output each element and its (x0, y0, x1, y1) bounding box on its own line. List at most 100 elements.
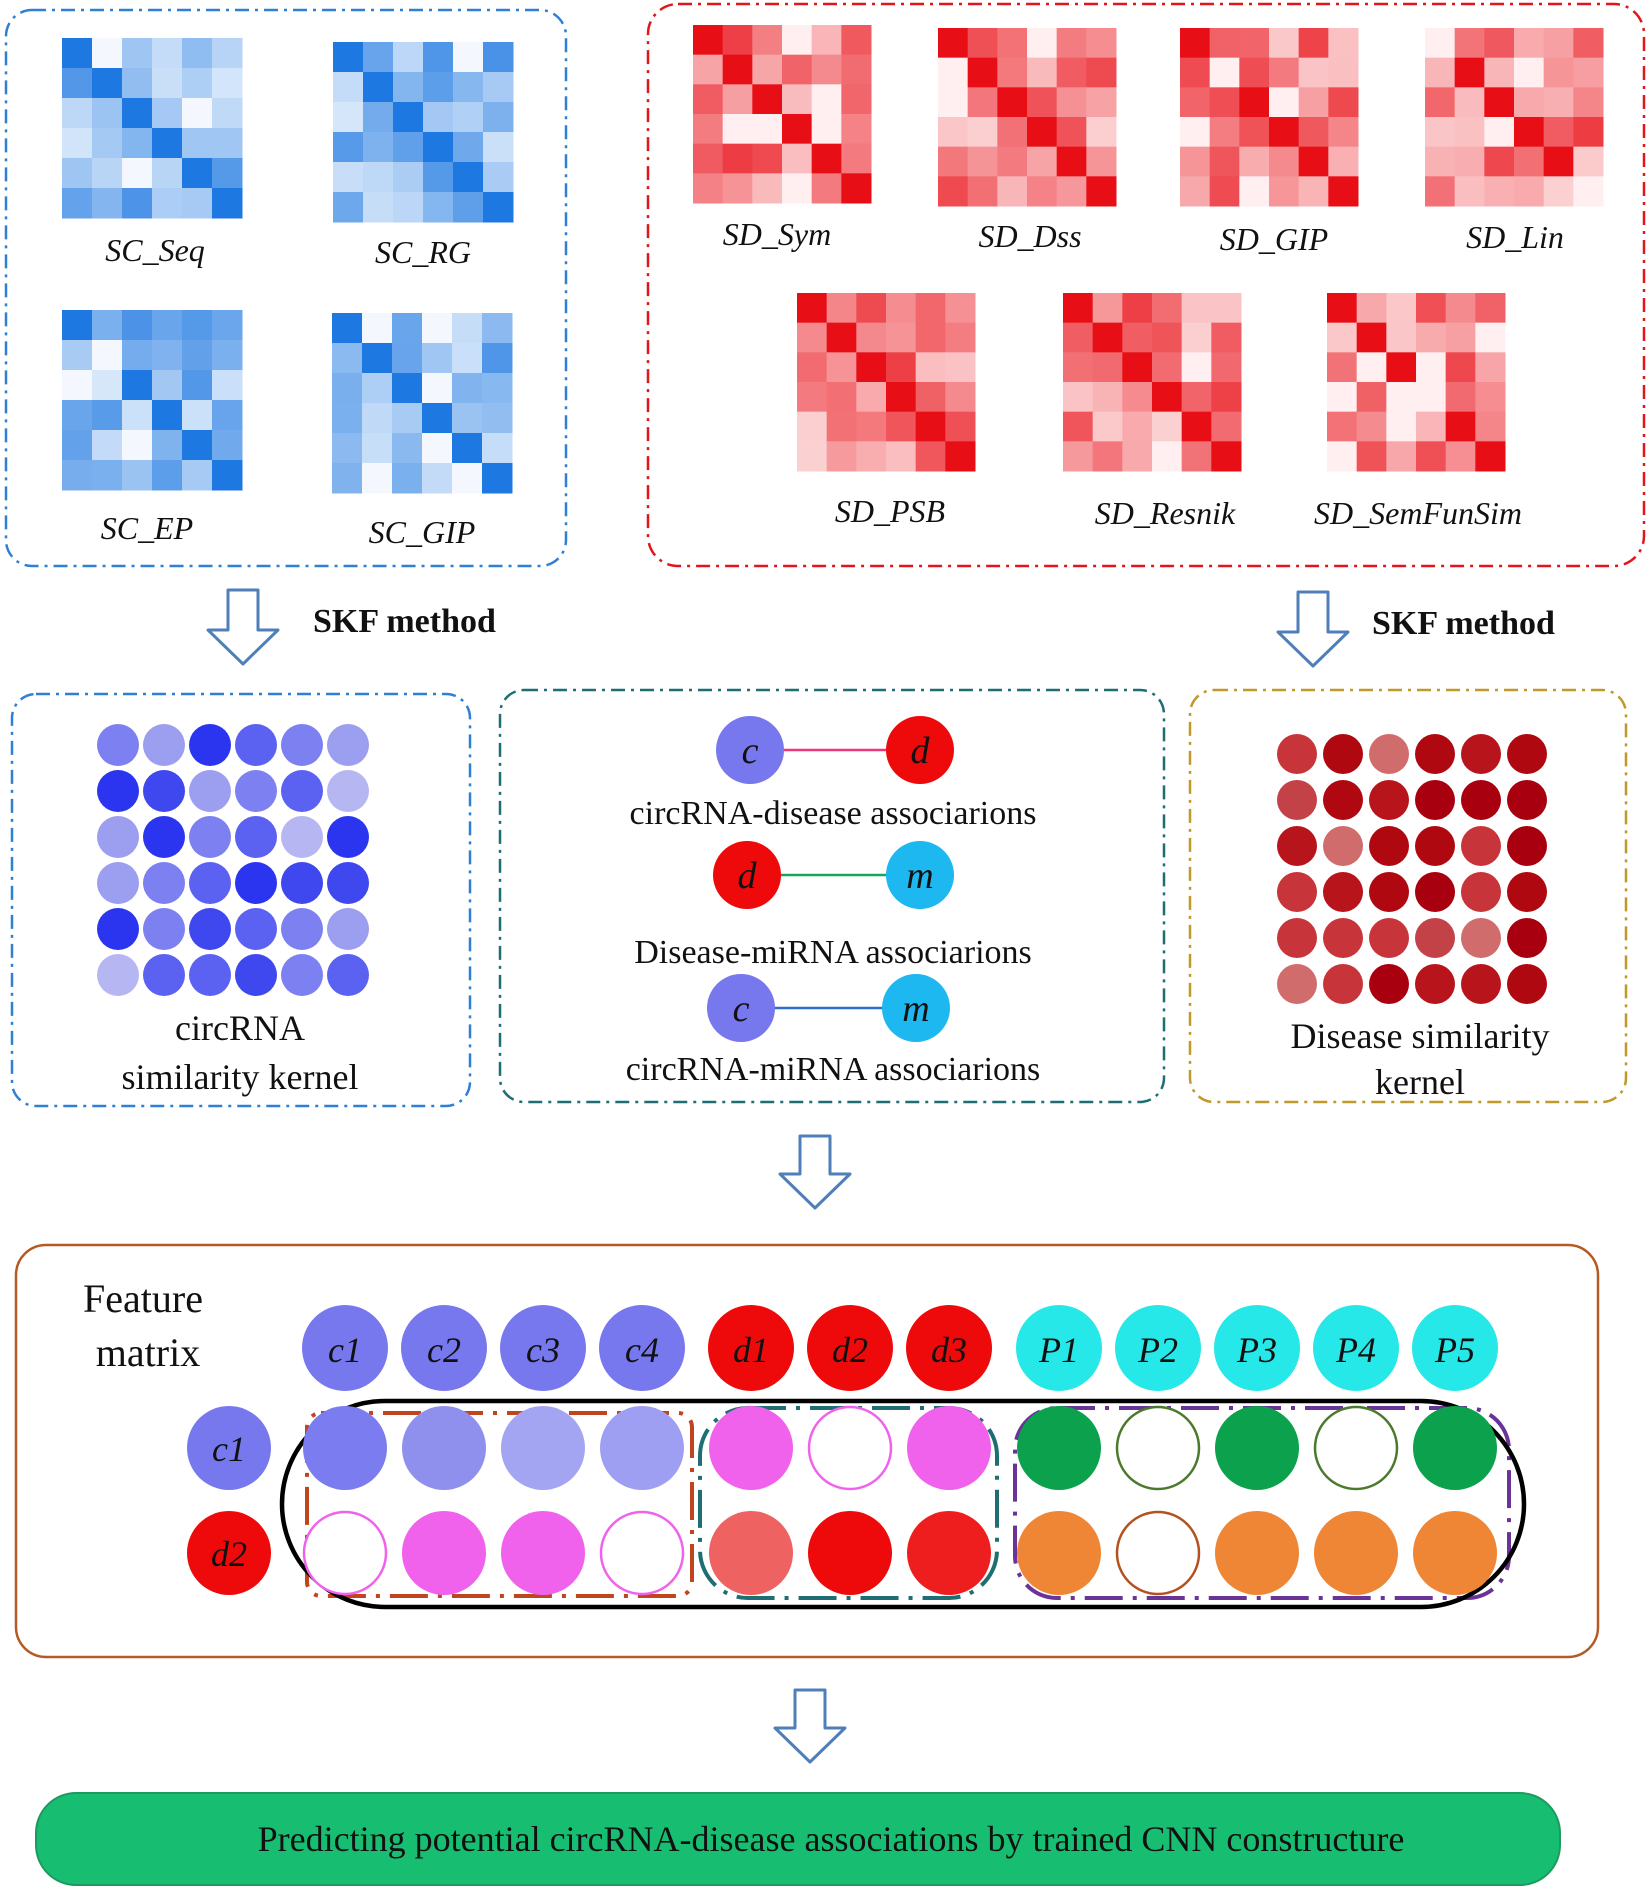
heatmap-cell (212, 98, 243, 129)
column-node-label: c2 (427, 1330, 461, 1370)
kernel-dot (189, 908, 231, 950)
heatmap-cell (392, 463, 423, 494)
feature-cell (709, 1511, 793, 1595)
sd-psb-heatmap (797, 293, 976, 472)
heatmap-cell (1239, 176, 1270, 207)
disease-similarity-heatmaps (693, 25, 1604, 472)
heatmap-cell (1543, 87, 1574, 118)
heatmap-cell (122, 188, 153, 219)
heatmap-cell (826, 293, 857, 324)
skf-left-label: SKF method (313, 603, 496, 640)
heatmap-cell (1211, 382, 1242, 413)
circrna-kernel-label-line2: similarity kernel (122, 1057, 359, 1097)
heatmap-cell (1543, 57, 1574, 88)
heatmap-cell (782, 54, 813, 85)
heatmap-cell (1454, 117, 1485, 148)
heatmap-cell (1416, 322, 1447, 353)
disease-kernel-label-line1: Disease similarity (1291, 1016, 1550, 1056)
heatmap-cell (997, 117, 1028, 148)
heatmap-cell (1269, 57, 1300, 88)
association-circ-mir: c m circRNA-miRNA associarions (626, 974, 1040, 1088)
heatmap-cell (945, 322, 976, 353)
heatmap-cell (693, 25, 724, 56)
heatmap-cell (752, 54, 783, 85)
heatmap-cell (152, 38, 183, 69)
heatmap-cell (1092, 322, 1123, 353)
heatmap-cell (62, 460, 93, 491)
heatmap-cell (1056, 146, 1087, 177)
heatmap-cell (362, 313, 393, 344)
heatmap-cell (1573, 146, 1604, 177)
heatmap-cell (811, 173, 842, 204)
heatmap-cell (1514, 28, 1545, 59)
heatmap-cell (811, 25, 842, 56)
heatmap-cell (997, 28, 1028, 59)
row-header: c1 (187, 1406, 271, 1490)
heatmap-cell (826, 352, 857, 383)
heatmap-cell (1298, 117, 1329, 148)
heatmap-cell (1514, 57, 1545, 88)
column-node-label: P1 (1038, 1330, 1079, 1370)
heatmap-cell (363, 132, 394, 163)
kernel-dot (1507, 734, 1547, 774)
heatmap-cell (1543, 28, 1574, 59)
sc-ep-label: SC_EP (101, 510, 193, 546)
heatmap-cell (182, 98, 213, 129)
column-node (500, 1305, 586, 1391)
heatmap-cell (797, 382, 828, 413)
kernel-dot (281, 862, 323, 904)
heatmap-cell (152, 188, 183, 219)
heatmap-cell (152, 128, 183, 159)
kernel-dot (97, 908, 139, 950)
heatmap-cell (1027, 57, 1058, 88)
kernel-dot (327, 724, 369, 766)
heatmap-cell (1454, 87, 1485, 118)
kernel-dot (1507, 826, 1547, 866)
heatmap-cell (1328, 146, 1359, 177)
kernel-dot (1277, 964, 1317, 1004)
heatmap-cell (967, 57, 998, 88)
column-node-label: d1 (733, 1330, 769, 1370)
heatmap-cell (1239, 117, 1270, 148)
heatmap-cell (122, 310, 153, 341)
heatmap-cell (392, 313, 423, 344)
circrna-similarity-heatmaps (62, 38, 514, 494)
heatmap-cell (1063, 441, 1094, 472)
heatmap-cell (92, 188, 123, 219)
heatmap-cell (1356, 411, 1387, 442)
heatmap-cell (1425, 146, 1456, 177)
node-label: c (742, 730, 759, 772)
heatmap-cell (182, 460, 213, 491)
heatmap-cell (212, 158, 243, 189)
heatmap-cell (1122, 293, 1153, 324)
heatmap-cell (1122, 322, 1153, 353)
column-node (599, 1305, 685, 1391)
heatmap-cell (1181, 441, 1212, 472)
heatmap-cell (152, 158, 183, 189)
heatmap-cell (92, 158, 123, 189)
heatmap-cell (362, 433, 393, 464)
kernel-dot (97, 770, 139, 812)
column-node (1214, 1305, 1300, 1391)
heatmap-cell (1180, 176, 1211, 207)
heatmap-cell (1543, 176, 1574, 207)
heatmap-cell (1298, 28, 1329, 59)
heatmap-cell (856, 352, 887, 383)
heatmap-cell (1445, 352, 1476, 383)
heatmap-cell (1573, 117, 1604, 148)
heatmap-cell (92, 38, 123, 69)
heatmap-cell (938, 117, 969, 148)
kernel-dot (143, 770, 185, 812)
heatmap-cell (1475, 441, 1506, 472)
heatmap-cell (1327, 293, 1358, 324)
row-header: d2 (187, 1511, 271, 1595)
column-header: d3 (906, 1305, 992, 1391)
heatmap-cell (1484, 87, 1515, 118)
heatmap-cell (722, 114, 753, 145)
feature-cell (1017, 1511, 1101, 1595)
column-header: P4 (1313, 1305, 1399, 1391)
disease-kernel-label-line2: kernel (1375, 1062, 1465, 1102)
heatmap-cell (997, 57, 1028, 88)
heatmap-cell (122, 68, 153, 99)
skf-right-label: SKF method (1372, 605, 1555, 642)
